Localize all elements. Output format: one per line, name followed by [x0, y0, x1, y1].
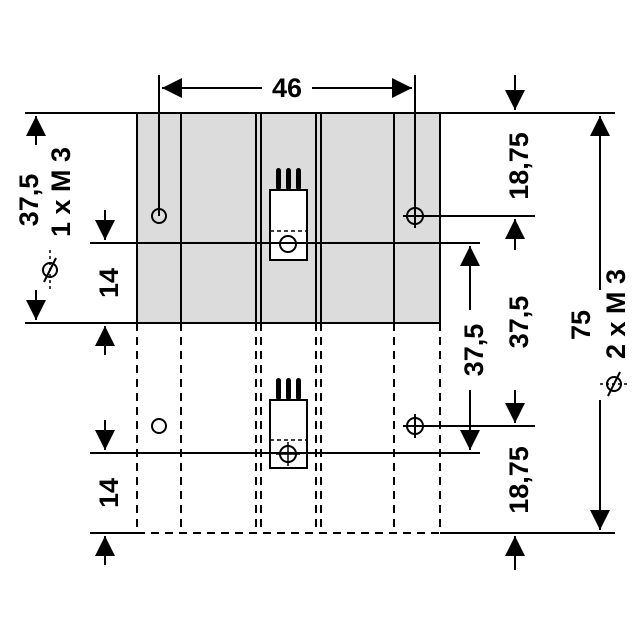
left-diameter-icon: [42, 250, 58, 290]
right-top-label: 18,75: [504, 132, 534, 200]
left-hole-label: 1 x M 3: [46, 147, 76, 237]
left-outer-label: 37,5: [14, 174, 44, 227]
lower-transistor: [269, 378, 308, 469]
left-pitch-lower-label: 14: [94, 478, 124, 508]
lower-heatsink-outline: [136, 323, 441, 534]
right-bottom-label: 18,75: [504, 446, 534, 514]
reference-lines: [25, 112, 615, 534]
right-middle-label: 37,5: [504, 296, 534, 349]
right-total-label: 75: [566, 310, 596, 340]
left-pitch-upper-label: 14: [94, 268, 124, 298]
dimension-width: [158, 75, 416, 216]
width-label: 46: [272, 73, 302, 103]
right-diameter-icon: [600, 371, 630, 397]
center-spacing-label: 37,5: [459, 324, 489, 377]
right-hole-label: 2 x M 3: [601, 269, 631, 359]
